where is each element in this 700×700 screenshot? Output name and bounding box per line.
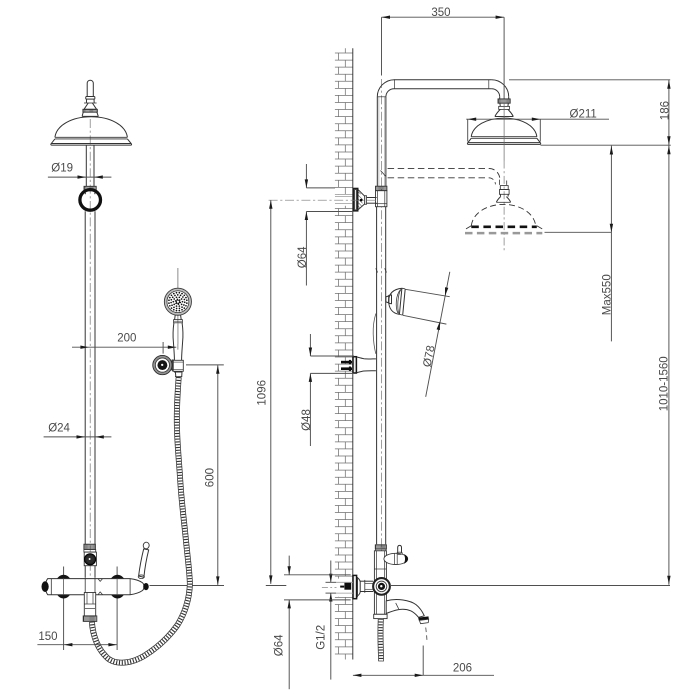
- svg-text:Ø19: Ø19: [51, 162, 73, 174]
- svg-text:Ø211: Ø211: [570, 109, 597, 121]
- svg-text:150: 150: [38, 631, 57, 643]
- svg-text:600: 600: [204, 468, 216, 487]
- svg-text:Max550: Max550: [602, 274, 614, 315]
- svg-text:186: 186: [659, 101, 671, 120]
- svg-text:200: 200: [117, 332, 136, 344]
- svg-text:Ø64: Ø64: [297, 246, 309, 268]
- svg-text:Ø78: Ø78: [422, 345, 438, 369]
- svg-text:G1/2: G1/2: [315, 625, 327, 650]
- svg-text:Ø64: Ø64: [274, 634, 286, 656]
- svg-text:1096: 1096: [257, 380, 269, 406]
- svg-text:1010-1560: 1010-1560: [658, 356, 670, 411]
- svg-text:Ø24: Ø24: [48, 422, 70, 434]
- svg-text:206: 206: [453, 662, 472, 674]
- svg-text:350: 350: [431, 7, 450, 19]
- svg-text:Ø48: Ø48: [301, 409, 313, 431]
